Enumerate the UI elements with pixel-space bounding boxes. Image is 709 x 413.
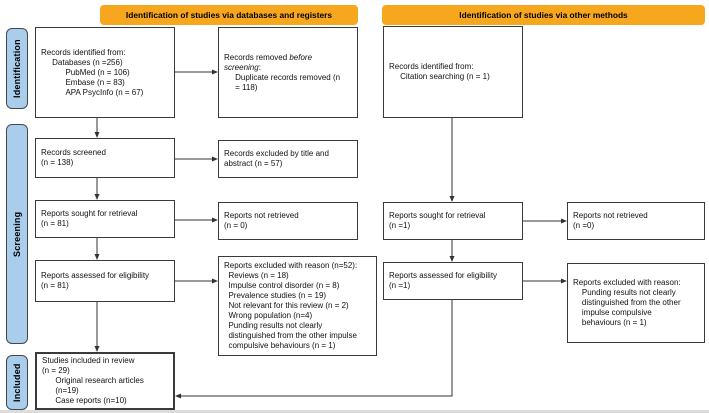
box-line: distinguished from the other impulse xyxy=(224,331,357,340)
box-line: PubMed (n = 106) xyxy=(41,67,130,77)
box-line: behaviours (n = 1) xyxy=(573,318,647,327)
box-line: Reports excluded with reason: xyxy=(573,278,681,287)
box-line: impulse compulsive xyxy=(573,308,652,317)
box-line: Reports not retrieved xyxy=(224,211,299,220)
box-line: Original research articles xyxy=(42,376,144,385)
box-line: Reports sought for retrieval xyxy=(41,209,138,218)
stage-label-identification: Identification xyxy=(6,28,28,109)
box-line: Records identified from: xyxy=(41,47,126,57)
box-line: Punding results not clearly xyxy=(224,321,323,330)
box-line: Records excluded by title and xyxy=(224,149,329,158)
banner-databases-registers: Identification of studies via databases … xyxy=(100,5,358,25)
box-line: abstract (n = 57) xyxy=(224,159,283,168)
box-line: (n = 0) xyxy=(224,221,248,230)
box-line: Reports assessed for eligibility xyxy=(41,271,150,280)
box-line: Case reports (n=10) xyxy=(42,396,127,405)
box-line: Reports assessed for eligibility xyxy=(389,271,498,280)
box-reports-not-retrieved-other: Reports not retrieved(n =0) xyxy=(567,202,705,240)
box-line: Not relevant for this review (n = 2) xyxy=(224,301,349,310)
box-line: Studies included in review xyxy=(42,356,135,365)
box-line: (n=19) xyxy=(42,386,79,395)
box-records-removed-before-screening: Records removed before screening: Duplic… xyxy=(218,27,358,118)
box-records-identified-other: Records identified from: Citation search… xyxy=(383,26,523,118)
stage-label-included: Included xyxy=(6,355,28,410)
box-line: APA PsycInfo (n = 67) xyxy=(41,87,144,97)
box-line: = 118) xyxy=(224,82,258,92)
box-records-screened: Records screened(n = 138) xyxy=(35,138,175,178)
box-line: Reviews (n = 18) xyxy=(224,271,289,280)
box-line: (n =0) xyxy=(573,221,595,230)
box-line: Wrong population (n=4) xyxy=(224,311,313,320)
box-line: (n = 81) xyxy=(41,281,69,290)
box-reports-not-retrieved-databases: Reports not retrieved(n = 0) xyxy=(218,202,358,240)
box-line: (n = 138) xyxy=(41,158,74,167)
box-line: Duplicate records removed (n xyxy=(224,72,341,82)
box-line: Citation searching (n = 1) xyxy=(389,72,490,81)
box-line: (n = 81) xyxy=(41,219,69,228)
box-line: distinguished from the other xyxy=(573,298,681,307)
stage-label-screening: Screening xyxy=(6,124,28,344)
box-line: compulsive behaviours (n = 1) xyxy=(224,341,336,350)
box-line: Databases (n =256) xyxy=(41,57,123,67)
box-line: Reports excluded with reason (n=52): xyxy=(224,261,358,270)
figure-bottom-edge xyxy=(0,410,709,413)
box-line: Reports not retrieved xyxy=(573,211,648,220)
box-line: Embase (n = 83) xyxy=(41,77,125,87)
box-line: screening: xyxy=(224,62,261,72)
banner-other-methods: Identification of studies via other meth… xyxy=(382,5,705,25)
box-reports-excluded-with-reason-other: Reports excluded with reason: Punding re… xyxy=(567,263,705,343)
box-line: (n =1) xyxy=(389,221,411,230)
box-line: Reports sought for retrieval xyxy=(389,211,486,220)
box-reports-excluded-with-reason-databases: Reports excluded with reason (n=52): Rev… xyxy=(218,256,377,356)
box-reports-sought-databases: Reports sought for retrieval(n = 81) xyxy=(35,200,175,238)
box-line: Records removed before xyxy=(224,52,313,62)
box-line: (n =1) xyxy=(389,281,411,290)
box-studies-included-in-review: Studies included in review(n = 29) Origi… xyxy=(35,352,175,410)
box-line: Records identified from: xyxy=(389,62,474,71)
box-line: Punding results not clearly xyxy=(573,288,676,297)
box-reports-assessed-databases: Reports assessed for eligibility(n = 81) xyxy=(35,260,175,302)
box-records-identified-databases: Records identified from: Databases (n =2… xyxy=(35,27,175,118)
box-line: (n = 29) xyxy=(42,366,70,375)
box-line: Impulse control disorder (n = 8) xyxy=(224,281,340,290)
box-line: Records screened xyxy=(41,148,106,157)
box-line: Prevalence studies (n = 19) xyxy=(224,291,327,300)
box-line-group: Duplicate records removed (n = 118) xyxy=(224,73,354,93)
box-reports-assessed-other: Reports assessed for eligibility(n =1) xyxy=(383,262,523,300)
box-reports-sought-other: Reports sought for retrieval(n =1) xyxy=(383,202,523,240)
